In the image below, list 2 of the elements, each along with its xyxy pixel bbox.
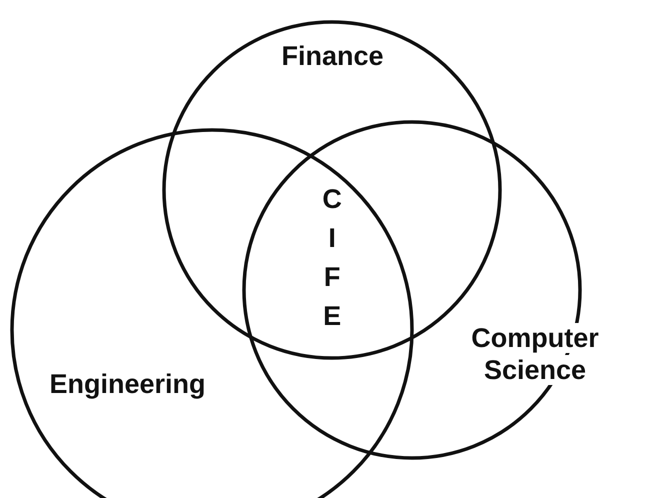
center-label: CIFE — [322, 183, 342, 334]
set-label: Computer Science — [470, 322, 600, 387]
